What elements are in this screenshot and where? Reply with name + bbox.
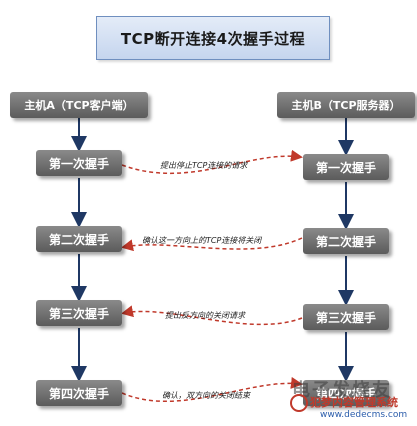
server-step-2: 第二次握手 xyxy=(303,228,389,254)
message-arrow-1 xyxy=(121,149,303,174)
message-label-1: 提出停止TCP连接的请求 xyxy=(160,161,248,170)
watermark-site-name: 犯梦内容管理系统 xyxy=(310,396,398,409)
watermark-logo-icon xyxy=(290,394,308,412)
client-step-4: 第四次握手 xyxy=(36,380,122,406)
client-step-1: 第一次握手 xyxy=(36,150,122,176)
message-label-3: 提出反方向的关闭请求 xyxy=(165,311,245,320)
client-step-3: 第三次握手 xyxy=(36,300,122,326)
watermark-brand: 电子发烧友 xyxy=(292,380,392,401)
server-step-1: 第一次握手 xyxy=(303,154,389,180)
host-a-client: 主机A（TCP客户端） xyxy=(10,92,148,118)
server-step-4: 第四次握手 xyxy=(303,380,389,406)
diagram-title: TCP断开连接4次握手过程 xyxy=(96,16,330,60)
message-arrow-2 xyxy=(121,237,303,252)
message-arrow-3 xyxy=(121,305,303,326)
message-arrow-4 xyxy=(121,376,303,402)
client-step-2: 第二次握手 xyxy=(36,226,122,252)
host-b-server: 主机B（TCP服务器） xyxy=(277,92,415,118)
message-label-2: 确认这一方向上的TCP连接将关闭 xyxy=(142,236,262,245)
server-step-3: 第三次握手 xyxy=(303,304,389,330)
watermark-url: www.dedecms.com xyxy=(320,410,408,420)
message-label-4: 确认，双方向的关闭结束 xyxy=(162,391,250,400)
